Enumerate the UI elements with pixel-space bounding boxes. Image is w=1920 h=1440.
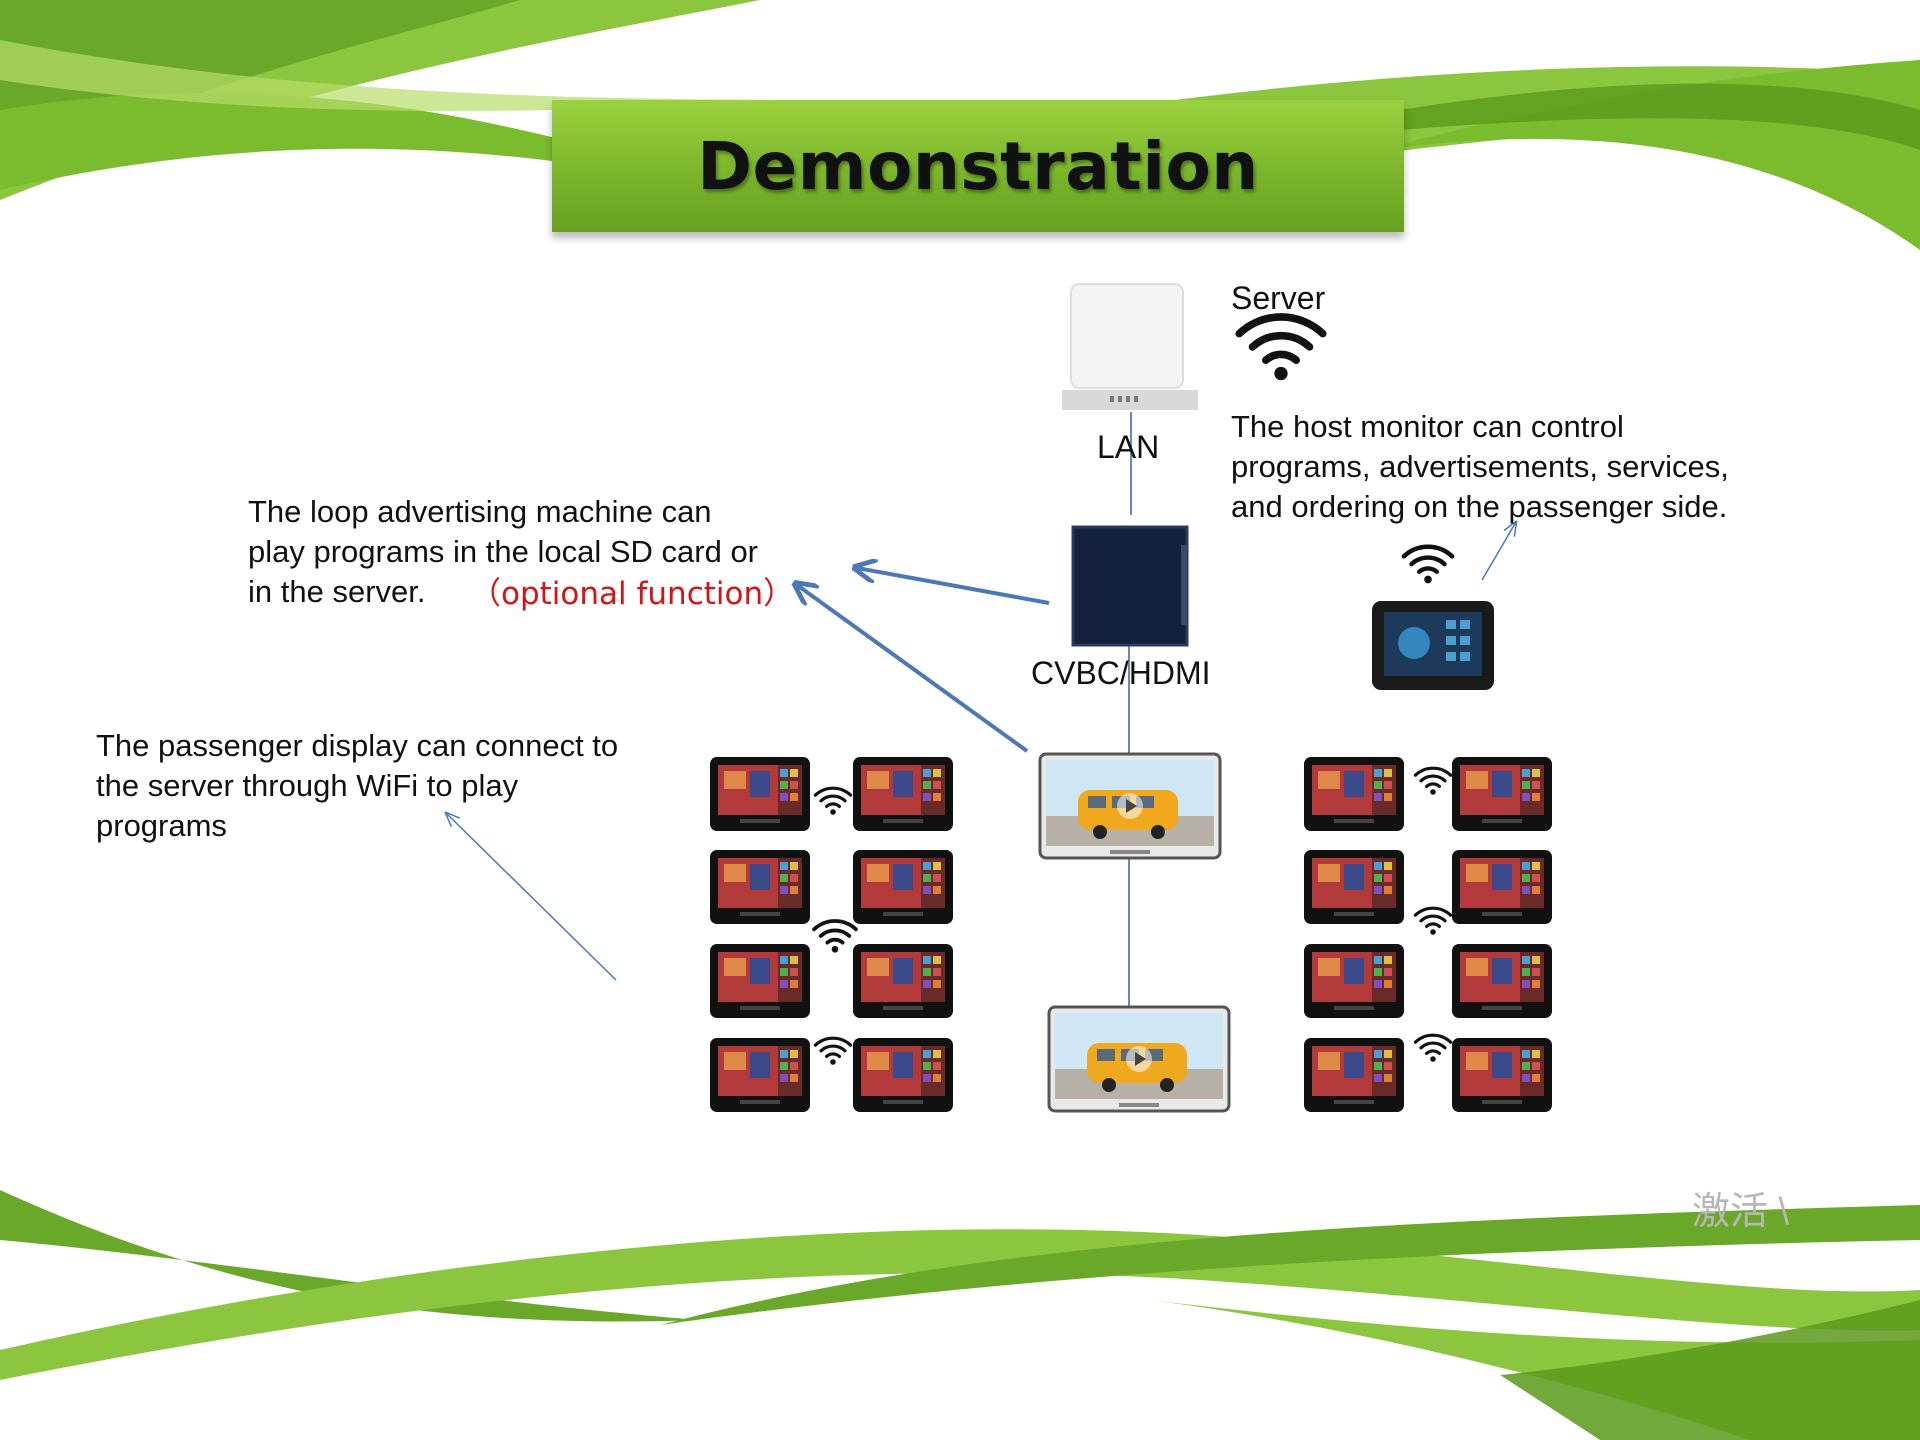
slide-title: Demonstration: [697, 127, 1259, 205]
host-note-line: programs, advertisements, services,: [1231, 449, 1729, 484]
passenger-note-line: programs: [96, 808, 227, 843]
loop-note-line: The loop advertising machine can: [248, 494, 712, 529]
passenger-screen: [1304, 850, 1404, 924]
bus-display: [1047, 1005, 1231, 1113]
host-monitor: [1372, 601, 1494, 690]
loop-note-line: play programs in the local SD card or: [248, 534, 759, 569]
passenger-screen: [853, 850, 953, 924]
media-player-box: [1071, 525, 1189, 647]
passenger-screen: [853, 944, 953, 1018]
passenger-note: The passenger display can connect to the…: [96, 726, 618, 846]
loop-note: The loop advertising machine can play pr…: [248, 492, 758, 612]
wifi-icon: [1404, 547, 1452, 584]
server-label: Server: [1231, 280, 1326, 316]
host-note-line: and ordering on the passenger side.: [1231, 489, 1728, 524]
watermark: 激活 \: [1692, 1191, 1790, 1233]
lan-label: LAN: [1097, 429, 1160, 465]
arrow: [857, 568, 1050, 605]
optional-function-note: （optional function）: [470, 576, 795, 612]
arrow: [797, 585, 1029, 753]
cvbc-hdmi-label: CVBC/HDMI: [1031, 655, 1211, 691]
passenger-screen: [1304, 757, 1404, 831]
passenger-screen: [1452, 944, 1552, 1018]
passenger-screen: [853, 1038, 953, 1112]
passenger-note-line: The passenger display can connect to: [96, 728, 619, 763]
passenger-screen: [710, 1038, 810, 1112]
wifi-icon: [813, 1036, 853, 1067]
arrow: [1481, 522, 1516, 581]
passenger-screen: [710, 757, 810, 831]
passenger-screen: [1452, 850, 1552, 924]
router-device: [1062, 283, 1198, 410]
title-banner: Demonstration: [552, 100, 1404, 232]
passenger-screen: [1304, 1038, 1404, 1112]
passenger-note-line: the server through WiFi to play: [96, 768, 519, 803]
loop-note-line: in the server.: [248, 574, 426, 609]
passenger-screen: [1304, 944, 1404, 1018]
wifi-icon: [813, 786, 853, 817]
wifi-icon: [1413, 766, 1453, 797]
wifi-icon: [1413, 1033, 1453, 1064]
passenger-screen: [710, 944, 810, 1018]
wifi-icon: [1239, 317, 1323, 380]
wifi-icon: [812, 919, 858, 955]
wifi-icon: [1413, 906, 1453, 937]
passenger-screen: [710, 850, 810, 924]
host-note-line: The host monitor can control: [1231, 409, 1624, 444]
bus-display: [1038, 752, 1222, 860]
arrow: [446, 813, 617, 981]
passenger-screen: [1452, 757, 1552, 831]
passenger-screen: [1452, 1038, 1552, 1112]
host-note: The host monitor can control programs, a…: [1231, 407, 1729, 527]
passenger-screen: [853, 757, 953, 831]
